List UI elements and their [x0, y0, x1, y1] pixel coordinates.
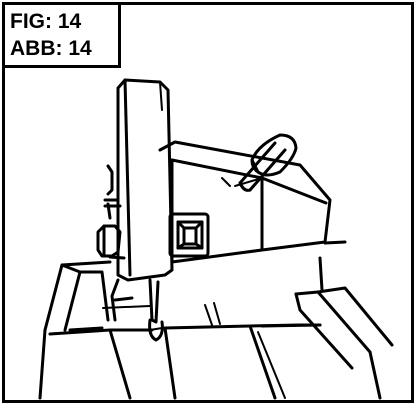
figure-label: FIG: 14 ABB: 14: [2, 2, 121, 68]
handle-knob-icon: [238, 133, 298, 192]
blade-guard: [96, 78, 174, 322]
switch-icon: [168, 212, 210, 258]
figure-number: FIG: 14: [10, 10, 82, 33]
motor-housing: [158, 140, 332, 264]
saw-table: [38, 240, 394, 400]
blade-icon: [148, 278, 164, 342]
figure-abbildung-number: ABB: 14: [10, 37, 92, 60]
